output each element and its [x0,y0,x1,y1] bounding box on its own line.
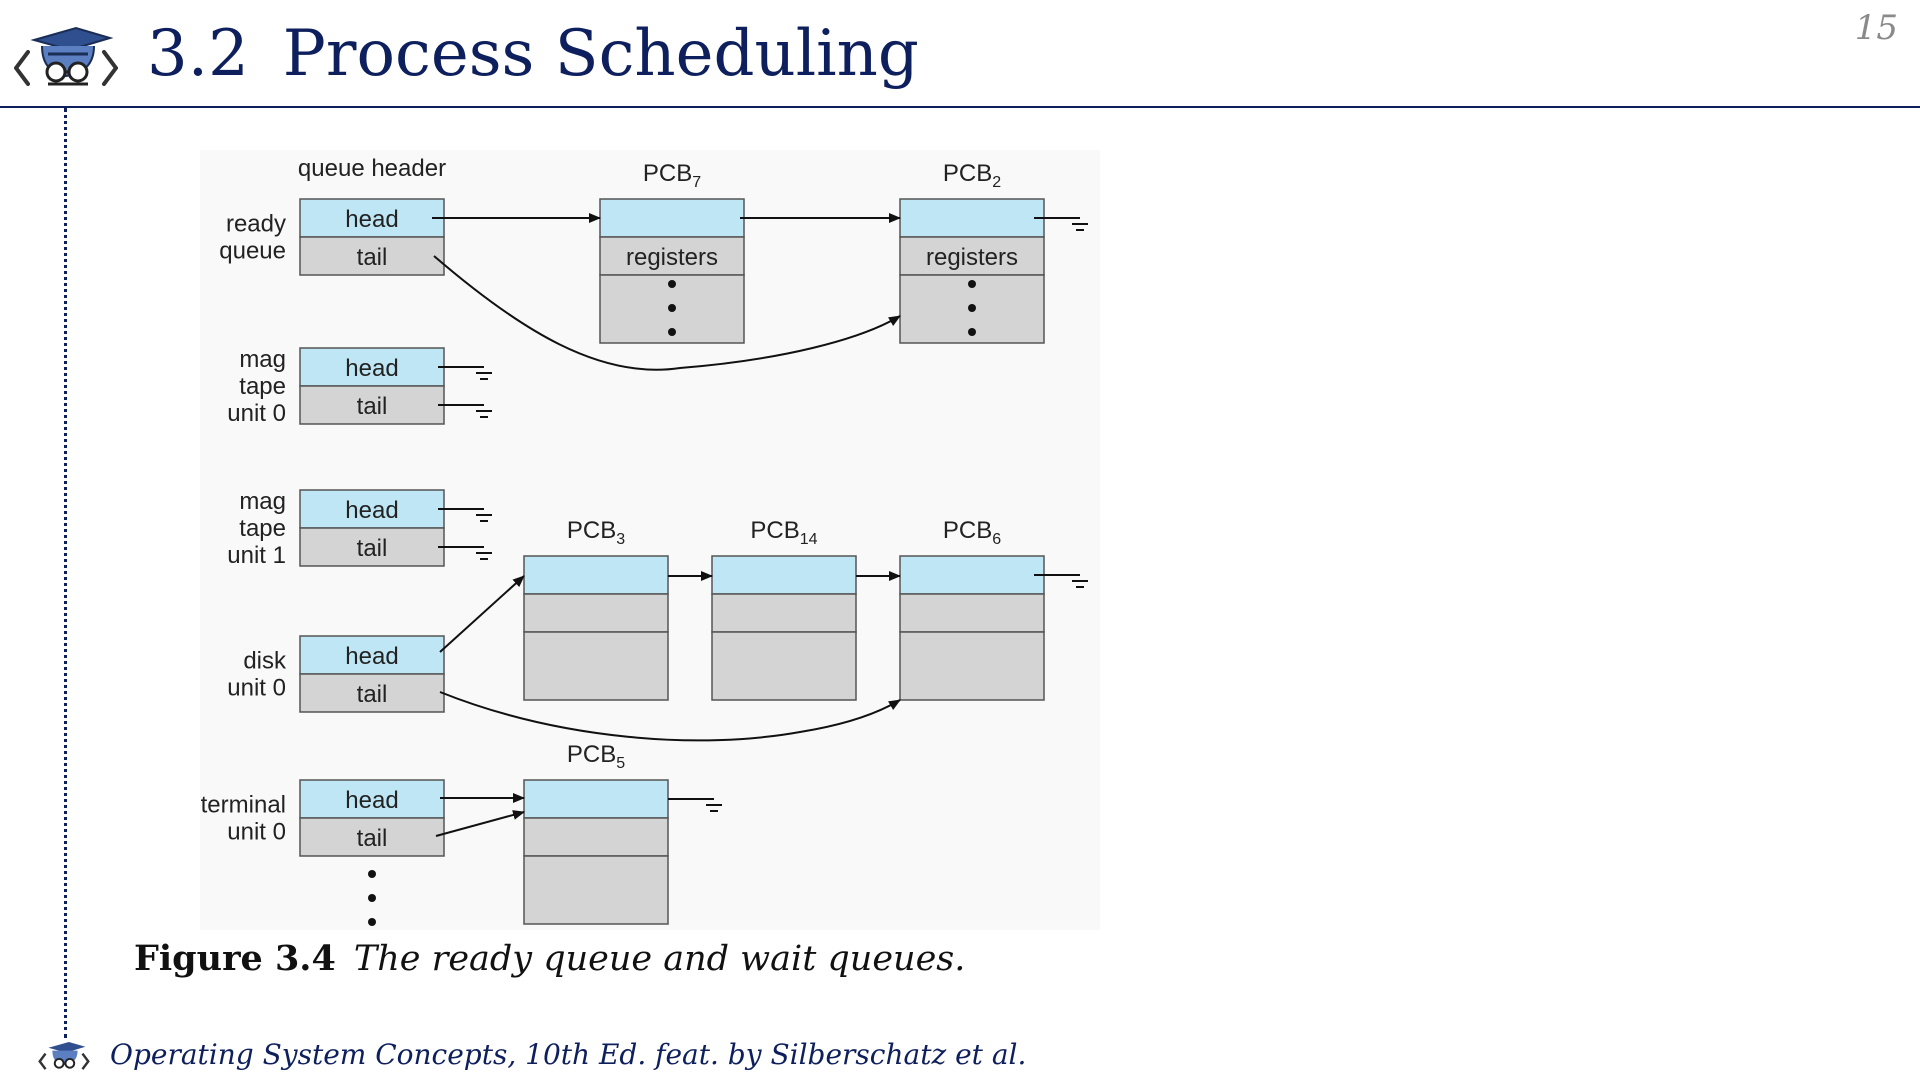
queue-label-line: mag [239,488,286,515]
pcb-link-cell [899,555,1045,595]
null-pointer-symbol [668,798,722,812]
queue-label-line: queue [219,238,286,265]
queue-tail-text: tail [357,244,388,271]
queue-label-line: unit 0 [227,819,286,846]
pcb-registers-text: registers [626,244,718,271]
queue-label-line: disk [243,648,287,675]
slide-title: 3.2 Process Scheduling [147,10,919,98]
pcb-ellipsis-dot [968,328,976,336]
pcb-link-cell [711,555,857,595]
queue-tail-cell [299,236,445,276]
queue-head-text: head [345,643,398,670]
pcb-ellipsis-dot [668,280,676,288]
pcb-body-cell [711,631,857,701]
figure-number: Figure 3.4 [134,938,336,979]
page-number: 15 [1854,8,1898,48]
side-dotted-divider [64,108,67,1038]
header-divider [0,106,1920,108]
pcb-field-cell [523,593,669,633]
queue-label-line: tape [239,515,286,542]
queue-tail-cell [299,673,445,713]
title-text: Process Scheduling [282,17,919,91]
null-pointer-symbol [438,508,492,522]
pcb-label: PCB2 [943,160,1001,191]
null-pointer-symbol [1034,217,1088,231]
pcb-ellipsis-dot [668,304,676,312]
queue-label-line: unit 1 [227,542,286,569]
pcb-link-cell [523,779,669,819]
pcb-field-cell [899,593,1045,633]
queue-head-text: head [345,206,398,233]
pointer-arrow [439,575,525,653]
queue-label-line: terminal [201,792,286,819]
pcb-link-cell [599,198,745,238]
pointer-arrow [439,691,901,742]
graduate-mascot-icon [14,26,118,86]
section-number: 3.2 [147,17,249,91]
queue-label-line: unit 0 [227,400,286,427]
pcb-label: PCB6 [943,517,1001,548]
pcb-ellipsis-dot [668,328,676,336]
pcb-label: PCB3 [567,517,625,548]
pcb-link-cell [523,555,669,595]
pcb-ellipsis-dot [968,280,976,288]
queue-tail-text: tail [357,825,388,852]
footer-mascot-icon [38,1041,90,1070]
footer-citation: Operating System Concepts, 10th Ed. feat… [110,1038,1027,1071]
queue-header-label: queue header [298,155,446,182]
pcb-registers-text: registers [926,244,1018,271]
pcb-body-cell [523,855,669,925]
more-queues-dot [368,870,376,878]
pcb-label: PCB5 [567,741,625,772]
queue-head-cell [299,347,445,387]
pointer-arrow [433,255,901,371]
more-queues-dot [368,918,376,926]
queue-head-text: head [345,787,398,814]
queue-label-line: tape [239,373,286,400]
pcb-link-cell [899,198,1045,238]
queue-head-cell [299,198,445,238]
queue-label-line: unit 0 [227,675,286,702]
figure-caption-text: The ready queue and wait queues. [353,939,966,979]
queue-label-line: mag [239,346,286,373]
pcb-field-cell [899,236,1045,276]
queue-label-line: ready [226,211,286,238]
queue-tail-text: tail [357,393,388,420]
null-pointer-symbol [438,366,492,380]
pcb-ellipsis-dot [968,304,976,312]
figure-caption: Figure 3.4 The ready queue and wait queue… [134,938,965,979]
pcb-label: PCB7 [643,160,701,191]
queue-tail-text: tail [357,681,388,708]
null-pointer-symbol [438,546,492,560]
queue-head-text: head [345,355,398,382]
queue-head-text: head [345,497,398,524]
queue-tail-text: tail [357,535,388,562]
queue-head-cell [299,779,445,819]
queue-head-cell [299,489,445,529]
pcb-body-cell [523,631,669,701]
queue-head-cell [299,635,445,675]
null-pointer-symbol [1034,574,1088,588]
pcb-body-cell [899,631,1045,701]
null-pointer-symbol [438,404,492,418]
pcb-field-cell [523,817,669,857]
more-queues-dot [368,894,376,902]
pcb-field-cell [711,593,857,633]
queue-tail-cell [299,817,445,857]
pointer-arrow [435,810,525,837]
